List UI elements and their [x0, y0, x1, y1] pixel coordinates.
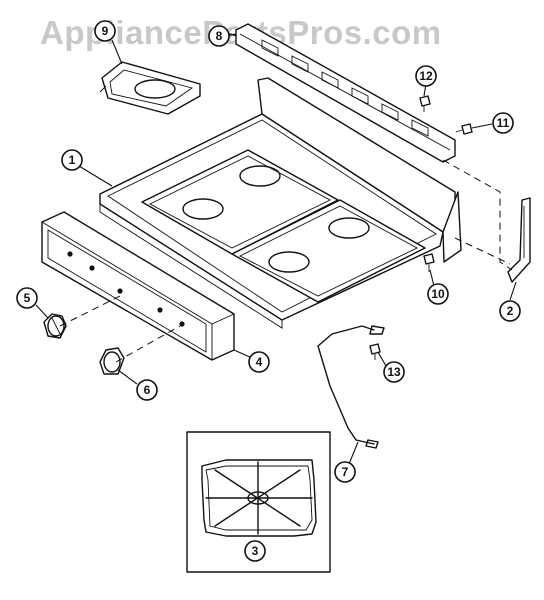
- callout-8-label: 8: [216, 29, 223, 43]
- callout-12-label: 12: [419, 69, 433, 83]
- callout-1: 1: [61, 149, 83, 171]
- vent-trim-part: [235, 23, 456, 163]
- callout-2-label: 2: [507, 304, 514, 318]
- callout-7-label: 7: [342, 465, 349, 479]
- screw-part-11: [455, 123, 473, 135]
- callout-11: 11: [492, 112, 514, 134]
- callout-10: 10: [427, 283, 449, 305]
- callout-6: 6: [136, 379, 158, 401]
- callout-1-label: 1: [69, 153, 76, 167]
- drip-pan-part: [99, 61, 201, 115]
- screw-part-12: [419, 95, 431, 112]
- bezel-part: [99, 347, 125, 375]
- screw-part-13: [369, 343, 381, 360]
- knob-part: [43, 313, 67, 339]
- callout-7: 7: [334, 461, 356, 483]
- screw-part-10: [423, 253, 435, 272]
- callout-5-label: 5: [24, 291, 31, 305]
- callout-5: 5: [16, 287, 38, 309]
- grate-part: [186, 431, 331, 573]
- callout-9: 9: [94, 20, 116, 42]
- callout-13: 13: [383, 361, 405, 383]
- callout-10-label: 10: [431, 287, 445, 301]
- callout-8: 8: [208, 25, 230, 47]
- callout-11-label: 11: [497, 116, 510, 130]
- callout-6-label: 6: [144, 383, 151, 397]
- callout-9-label: 9: [102, 24, 109, 38]
- callout-13-label: 13: [387, 365, 401, 379]
- callout-4: 4: [248, 351, 270, 373]
- ground-wire-part: [317, 325, 385, 449]
- callout-2: 2: [499, 300, 521, 322]
- callout-4-label: 4: [256, 355, 263, 369]
- callout-3: 3: [244, 540, 266, 562]
- side-trim-part: [507, 197, 531, 283]
- cooktop-part: [99, 77, 462, 329]
- callout-12: 12: [415, 65, 437, 87]
- callout-3-label: 3: [252, 544, 259, 558]
